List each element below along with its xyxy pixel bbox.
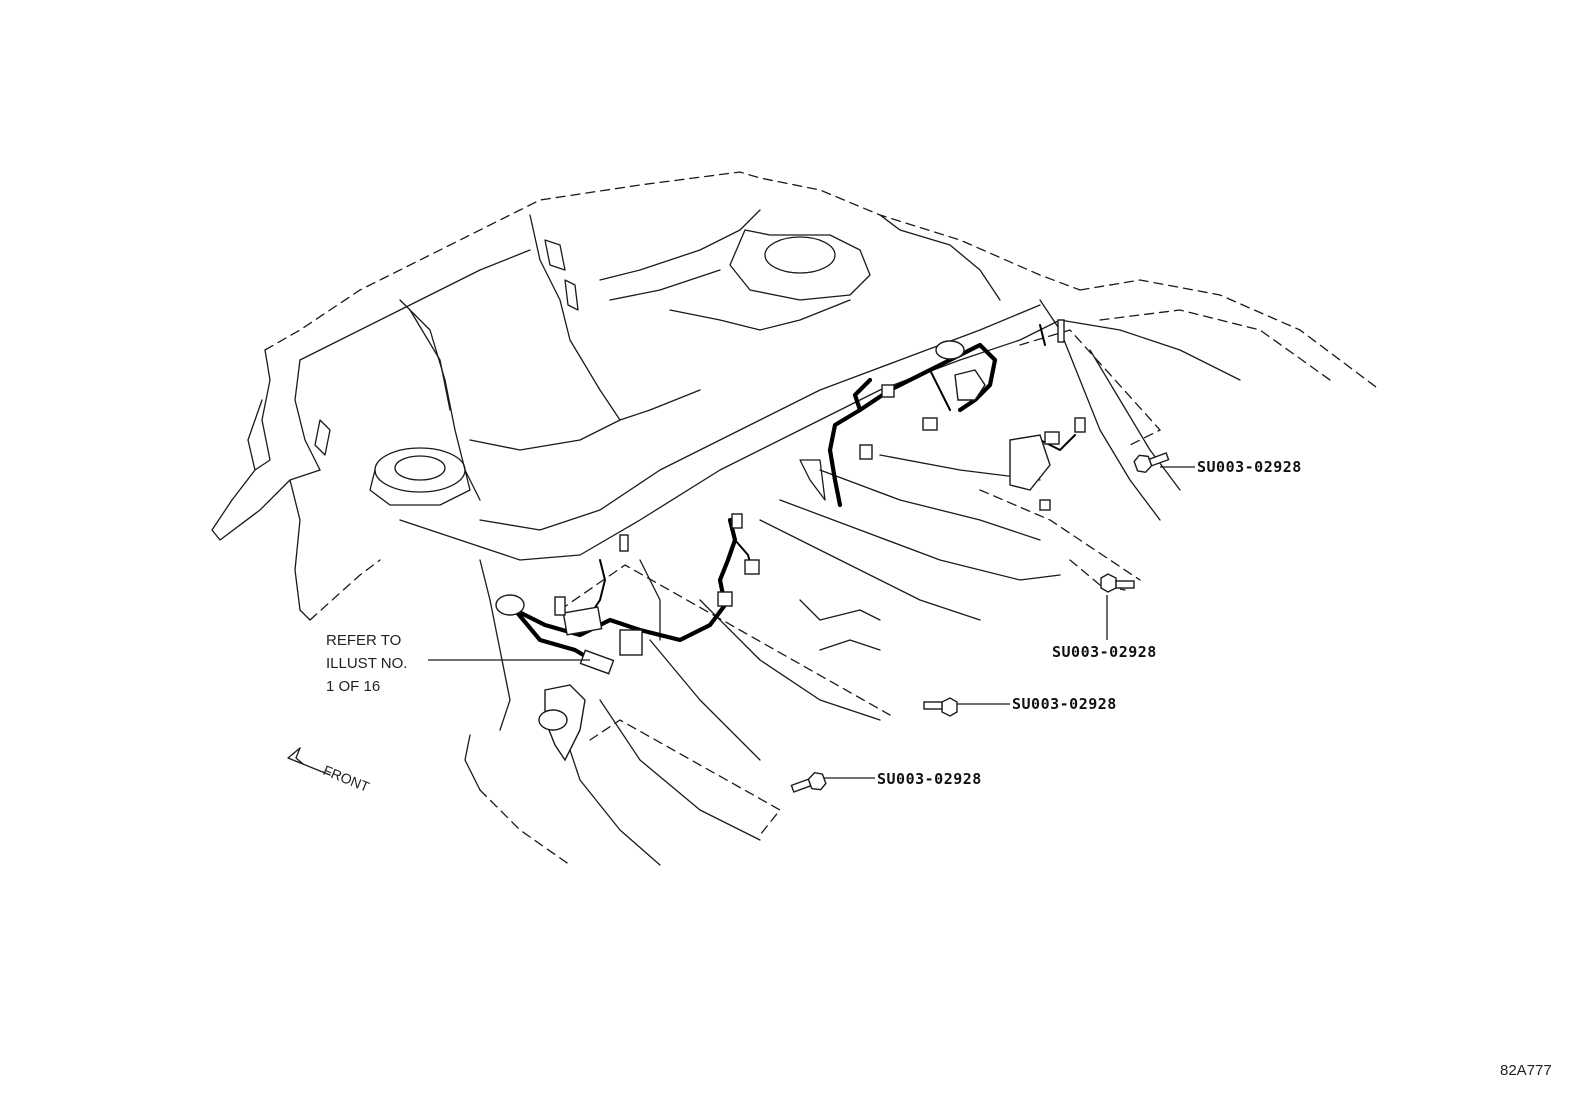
part-number-label-2: SU003-02928 (1052, 643, 1157, 661)
bolt-callout-4 (790, 771, 875, 793)
reference-note-line-3: 1 OF 16 (326, 678, 381, 695)
reference-dashed-lines (559, 329, 1162, 836)
reference-note-line-2: ILLUST NO. (326, 655, 408, 672)
part-number-label-1: SU003-02928 (1197, 458, 1302, 476)
hex-flange-bolt-icon (923, 697, 958, 717)
bolt-callout-2 (1100, 573, 1135, 640)
front-arrow-icon (287, 747, 331, 776)
hex-flange-bolt-icon (1100, 573, 1135, 593)
bolt-callout-1 (1133, 452, 1195, 474)
illustration-code: 82A777 (1500, 1062, 1552, 1079)
hex-flange-bolt-icon (1133, 452, 1170, 474)
part-number-label-4: SU003-02928 (877, 770, 982, 788)
vehicle-body-outline (211, 171, 1381, 866)
connectors (495, 319, 1086, 762)
bolt-callout-3 (923, 697, 1010, 717)
hex-flange-bolt-icon (790, 771, 827, 793)
part-number-label-3: SU003-02928 (1012, 695, 1117, 713)
reference-note-line-1: REFER TO (326, 632, 402, 649)
reference-note: REFER TO ILLUST NO. 1 OF 16 (326, 629, 407, 698)
